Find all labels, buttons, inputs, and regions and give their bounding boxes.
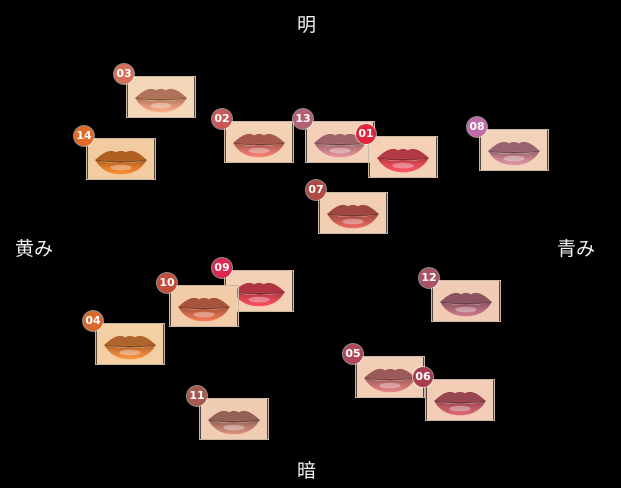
- shade-number-badge-01: 01: [356, 124, 376, 144]
- lips-icon: [432, 281, 500, 321]
- lip-swatch-14: [86, 138, 156, 180]
- lip-swatch-07: [318, 192, 388, 234]
- lip-swatch-12: [431, 280, 501, 322]
- shade-number-badge-13: 13: [293, 109, 313, 129]
- lip-swatch-09: [224, 270, 294, 312]
- lips-icon: [319, 193, 387, 233]
- lips-icon: [369, 137, 437, 177]
- lips-icon: [127, 77, 195, 117]
- lip-swatch-02: [224, 121, 294, 163]
- lips-icon: [426, 380, 494, 420]
- shade-number-badge-07: 07: [306, 180, 326, 200]
- lips-icon: [200, 399, 268, 439]
- lips-icon: [356, 357, 424, 397]
- shade-number-badge-08: 08: [467, 117, 487, 137]
- lip-swatch-06: [425, 379, 495, 421]
- lip-swatch-11: [199, 398, 269, 440]
- shade-number-badge-02: 02: [212, 109, 232, 129]
- lip-swatch-01: [368, 136, 438, 178]
- shade-number-badge-14: 14: [74, 126, 94, 146]
- axis-label-left: 黄み: [15, 238, 54, 260]
- axis-label-right: 青み: [557, 238, 596, 260]
- shade-number-badge-06: 06: [413, 367, 433, 387]
- lip-swatch-05: [355, 356, 425, 398]
- lip-swatch-04: [95, 323, 165, 365]
- lip-swatch-03: [126, 76, 196, 118]
- axis-label-top: 明: [297, 14, 317, 36]
- lips-icon: [480, 130, 548, 170]
- shade-number-badge-12: 12: [419, 268, 439, 288]
- lip-swatch-10: [169, 285, 239, 327]
- axis-label-bottom: 暗: [297, 460, 317, 482]
- shade-number-badge-04: 04: [83, 311, 103, 331]
- lips-icon: [225, 271, 293, 311]
- lips-icon: [170, 286, 238, 326]
- lips-icon: [87, 139, 155, 179]
- lip-swatch-08: [479, 129, 549, 171]
- shade-number-badge-11: 11: [187, 386, 207, 406]
- shade-number-badge-10: 10: [157, 273, 177, 293]
- lips-icon: [225, 122, 293, 162]
- shade-number-badge-05: 05: [343, 344, 363, 364]
- shade-number-badge-03: 03: [114, 64, 134, 84]
- lips-icon: [96, 324, 164, 364]
- shade-number-badge-09: 09: [212, 258, 232, 278]
